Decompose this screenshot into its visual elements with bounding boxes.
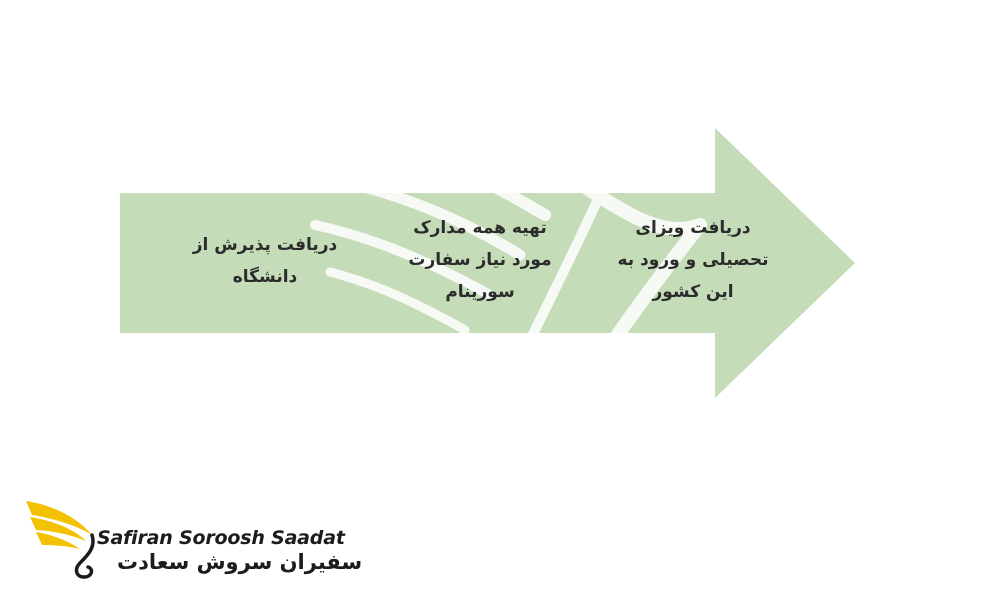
step-prepare-documents: تهیه همه مدارک مورد نیاز سفارت سورینام xyxy=(395,212,565,308)
step-line: تحصیلی و ورود به xyxy=(617,250,769,270)
step-line: مورد نیاز سفارت xyxy=(408,250,552,270)
step-line: دریافت ویزای xyxy=(635,218,751,238)
wing-logo-icon xyxy=(26,501,95,579)
step-university-admission: دریافت پذیرش از دانشگاه xyxy=(170,229,360,293)
step-line: دریافت پذیرش از xyxy=(192,235,338,255)
logo-latin-name: Safiran Soroosh Saadat xyxy=(97,527,345,549)
step-student-visa: دریافت ویزای تحصیلی و ورود به این کشور xyxy=(608,212,778,308)
step-line: تهیه همه مدارک xyxy=(413,218,547,238)
wing-watermark xyxy=(278,53,707,465)
step-line: سورینام xyxy=(445,282,515,302)
process-arrow xyxy=(120,128,855,398)
step-line: دانشگاه xyxy=(232,267,298,287)
step-line: این کشور xyxy=(652,282,734,302)
company-logo: Safiran Soroosh Saadat سفیران سروش سعادت xyxy=(22,497,362,582)
logo-persian-name: سفیران سروش سعادت xyxy=(117,550,363,574)
